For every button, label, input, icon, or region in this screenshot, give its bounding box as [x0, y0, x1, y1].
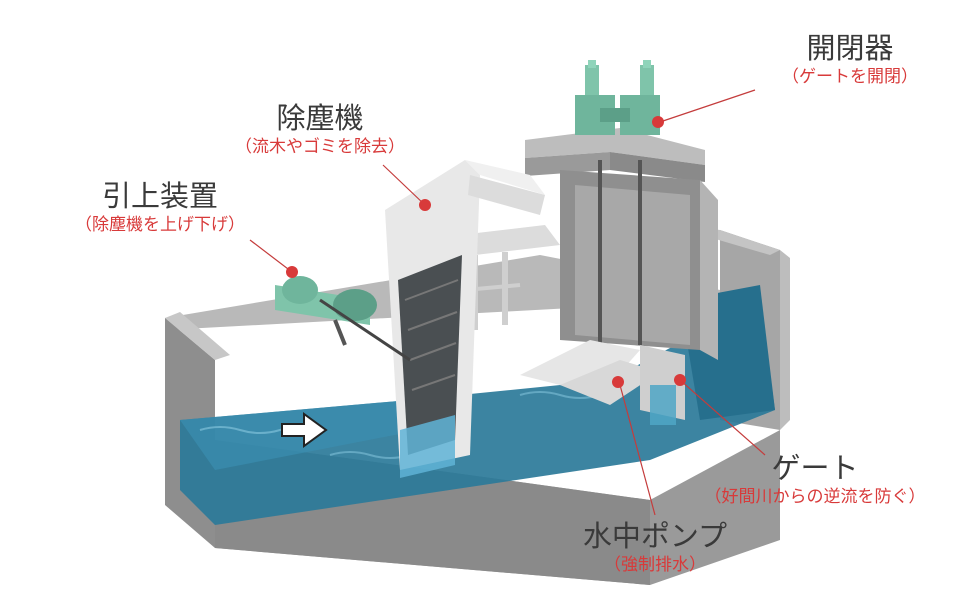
label-pump-name: 水中ポンプ: [582, 519, 728, 553]
label-gate-sub: （好間川からの逆流を防ぐ）: [704, 487, 926, 507]
markers: [286, 116, 686, 388]
hoist-machine: [275, 276, 411, 362]
label-gate: ゲート （好間川からの逆流を防ぐ）: [690, 450, 940, 508]
trash-screen: [385, 160, 545, 478]
marker-screen: [419, 199, 431, 211]
label-pump: 水中ポンプ （強制排水）: [560, 518, 750, 576]
opener-machine: [575, 60, 660, 135]
label-screen: 除塵機 （流木やゴミを除去）: [220, 100, 420, 158]
leader-lines: [249, 89, 766, 516]
label-gate-name: ゲート: [771, 451, 859, 485]
label-screen-name: 除塵機: [276, 101, 364, 135]
marker-hoist: [286, 266, 298, 278]
arrow-right-icon: [281, 412, 328, 448]
label-opener-name: 開閉器: [806, 31, 894, 65]
label-hoist-sub: （除塵機を上げ下げ）: [75, 215, 245, 235]
gate-and-pump: [520, 340, 685, 425]
marker-gate: [674, 374, 686, 386]
marker-opener: [652, 116, 664, 128]
marker-pump: [612, 376, 624, 388]
label-pump-sub: （強制排水）: [604, 555, 706, 575]
label-opener-sub: （ゲートを開閉）: [782, 67, 918, 87]
label-screen-sub: （流木やゴミを除去）: [235, 137, 405, 157]
label-hoist-name: 引上装置: [101, 179, 218, 213]
gate-tower: [525, 128, 718, 360]
label-opener: 開閉器 （ゲートを開閉）: [760, 30, 940, 88]
label-hoist: 引上装置 （除塵機を上げ下げ）: [55, 178, 265, 236]
